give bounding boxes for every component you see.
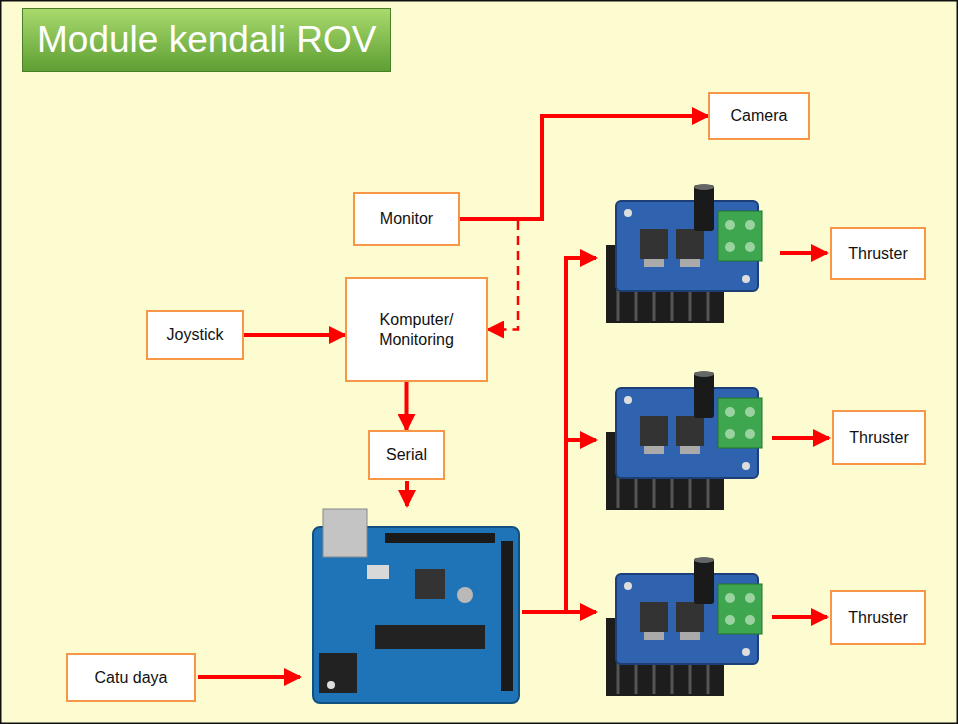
connector-arrow xyxy=(405,382,409,430)
process-box: Monitor xyxy=(353,192,460,246)
process-box: Catu daya xyxy=(66,653,196,702)
drive-arrow xyxy=(772,436,829,440)
process-box: Thruster xyxy=(830,590,926,645)
box-label: Thruster xyxy=(848,244,908,264)
process-box: Joystick xyxy=(146,310,244,360)
motor-driver xyxy=(606,557,762,696)
signal-arrow xyxy=(566,256,596,260)
box-label: Joystick xyxy=(167,325,224,345)
motor-driver xyxy=(606,371,762,510)
box-label: Serial xyxy=(386,445,427,465)
process-box: Komputer/ Monitoring xyxy=(345,277,488,382)
signal-arrow xyxy=(405,481,409,506)
box-label: Komputer/ Monitoring xyxy=(355,310,478,350)
box-label: Thruster xyxy=(849,428,909,448)
connector-arrow xyxy=(460,116,708,219)
process-box: Camera xyxy=(708,92,810,140)
process-box: Thruster xyxy=(832,410,926,465)
process-box: Serial xyxy=(368,430,445,480)
slide-title: Module kendali ROV xyxy=(22,8,391,72)
box-label: Camera xyxy=(731,106,788,126)
drive-arrow xyxy=(772,615,827,619)
box-label: Thruster xyxy=(848,608,908,628)
box-label: Monitor xyxy=(380,209,433,229)
process-box: Thruster xyxy=(830,227,926,280)
signal-arrow xyxy=(566,610,596,614)
motor-driver xyxy=(606,184,762,323)
drive-arrow xyxy=(780,251,827,255)
connector-arrow xyxy=(244,333,345,337)
signal-arrow xyxy=(566,438,596,442)
wire-arrows xyxy=(198,253,829,677)
box-label: Catu daya xyxy=(95,668,168,688)
arduino-board xyxy=(313,509,519,703)
bus-line xyxy=(522,256,566,614)
power-arrow xyxy=(198,675,300,679)
